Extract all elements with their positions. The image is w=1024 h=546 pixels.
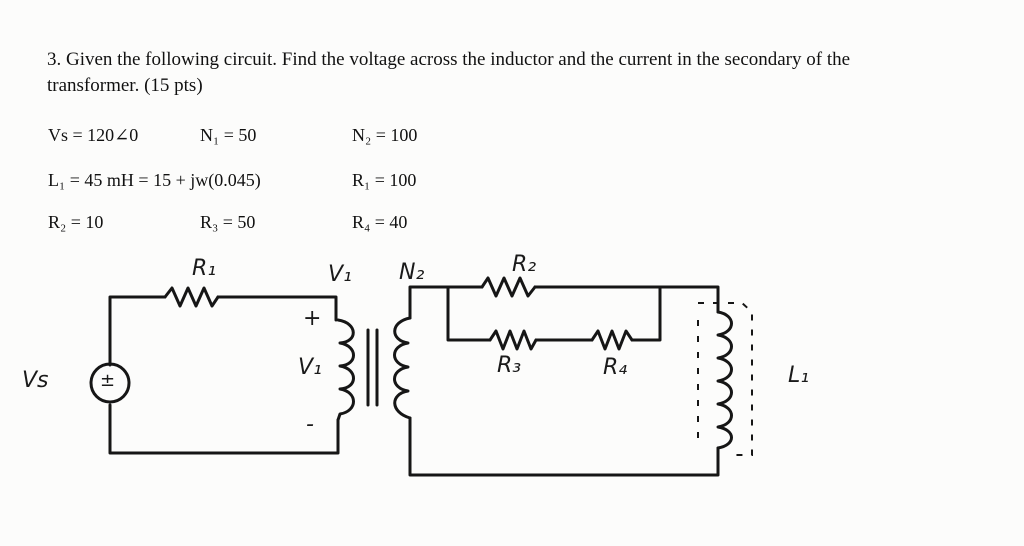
label-vs: Vs [22, 368, 49, 393]
label-r2: R₂ [512, 252, 537, 277]
label-plus: + [303, 306, 322, 331]
primary-coil [336, 318, 355, 422]
inner-loop-right [630, 285, 662, 342]
param-r2: R₂ = 10 [48, 212, 104, 232]
param-n2: N₂ = 100 [352, 125, 418, 145]
secondary-coil [393, 316, 412, 420]
voltage-source-circle [89, 362, 131, 404]
resistor-r2-zigzag [480, 276, 537, 298]
secondary-wire-top [446, 285, 720, 314]
resistor-r4-zigzag [590, 329, 634, 351]
param-r4: R₄ = 40 [352, 212, 408, 232]
primary-wire-top-right [216, 295, 338, 322]
param-vs: Vs = 120∠0 [48, 125, 139, 145]
resistor-r1-zigzag [163, 286, 220, 308]
param-r1: R₁ = 100 [352, 170, 417, 190]
secondary-wire-top-left [408, 285, 450, 320]
problem-statement-line-2: transformer. (15 pts) [47, 75, 203, 96]
label-r3: R₃ [497, 353, 522, 378]
label-v1-side: V₁ [298, 355, 322, 380]
label-v1-top: V₁ [328, 262, 352, 287]
primary-wire-top-left [108, 295, 167, 367]
label-l1: L₁ [788, 363, 810, 388]
param-r3: R₃ = 50 [200, 212, 256, 232]
label-r4: R₄ [603, 355, 628, 380]
voltage-source-icon: ± [100, 370, 116, 391]
param-n1: N₁ = 50 [200, 125, 257, 145]
inductor-l1-coil [716, 310, 733, 450]
resistor-r3-zigzag [488, 329, 538, 351]
problem-statement-line-1: 3. Given the following circuit. Find the… [47, 49, 851, 70]
param-l1: L₁ = 45 mH = 15 + jw(0.045) [48, 170, 261, 190]
label-minus: - [306, 412, 314, 437]
label-r1: R₁ [192, 256, 217, 281]
secondary-wire-bottom [408, 416, 720, 477]
primary-wire-bottom [108, 403, 340, 455]
label-n2: N₂ [399, 260, 425, 285]
inner-loop-left [446, 285, 492, 342]
